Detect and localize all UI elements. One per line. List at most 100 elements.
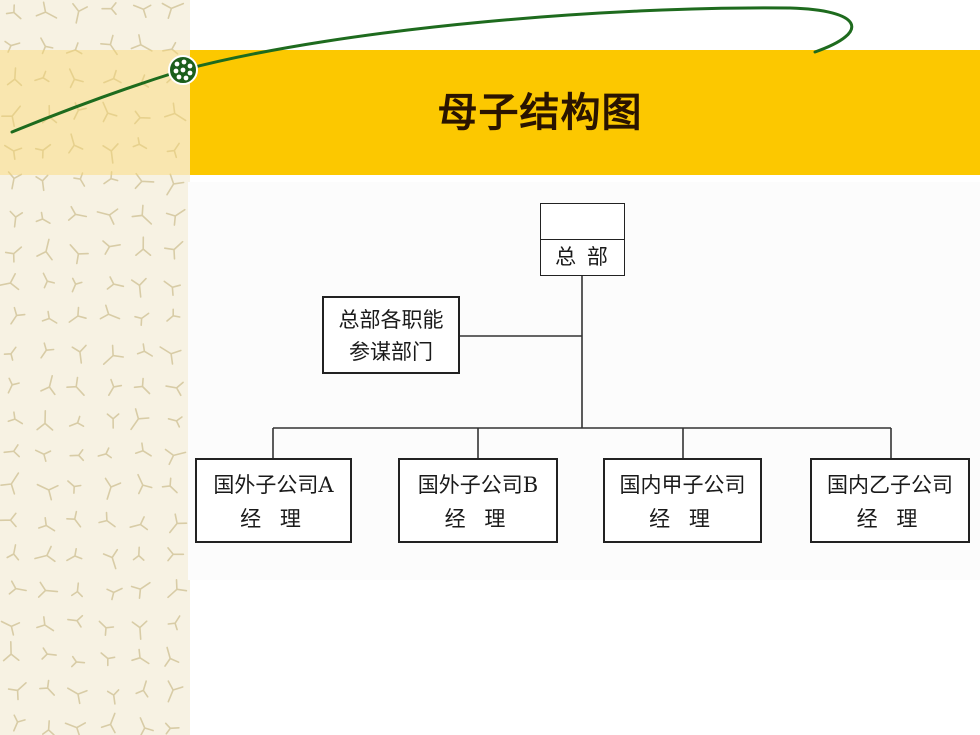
pattern-glyph <box>71 277 83 293</box>
pattern-glyph <box>42 720 55 735</box>
pattern-glyph <box>103 171 119 185</box>
pattern-glyph <box>133 377 151 395</box>
pattern-glyph <box>3 444 20 458</box>
pattern-glyph <box>102 548 119 570</box>
side-band-highlight <box>0 50 190 175</box>
pattern-glyph <box>67 614 84 628</box>
pattern-glyph <box>34 143 52 159</box>
staff-departments-box: 总部各职能 参谋部门 <box>322 296 460 374</box>
pattern-glyph <box>40 342 55 359</box>
pattern-glyph <box>73 172 86 187</box>
pattern-glyph <box>134 442 152 457</box>
pattern-glyph <box>41 310 58 324</box>
subsidiary-name: 国内乙子公司 <box>827 473 953 497</box>
pattern-glyph <box>167 547 185 562</box>
pattern-glyph <box>165 208 186 226</box>
pattern-glyph <box>68 415 85 427</box>
pattern-glyph <box>36 410 54 431</box>
pattern-glyph <box>164 722 180 735</box>
pattern-glyph <box>167 615 181 631</box>
pattern-glyph <box>39 679 55 696</box>
pattern-glyph <box>34 449 52 462</box>
pattern-glyph <box>35 174 49 192</box>
subsidiary-name: 国外子公司B <box>417 473 539 497</box>
pattern-glyph <box>131 204 153 225</box>
pattern-glyph <box>35 1 58 19</box>
pattern-glyph <box>131 620 148 640</box>
pattern-glyph <box>69 244 89 265</box>
pattern-glyph <box>9 210 24 228</box>
subsidiary-name: 国外子公司A <box>213 473 334 497</box>
pattern-glyph <box>0 273 20 291</box>
pattern-glyph <box>36 238 53 261</box>
pattern-glyph <box>161 477 178 494</box>
pattern-glyph <box>108 378 123 396</box>
pattern-glyph <box>132 137 148 150</box>
pattern-glyph <box>169 513 188 534</box>
pattern-glyph <box>130 408 150 431</box>
pattern-glyph <box>42 272 55 289</box>
pattern-glyph <box>5 4 22 20</box>
pattern-glyph <box>66 510 82 528</box>
pattern-glyph <box>96 208 119 225</box>
pattern-glyph <box>135 680 149 698</box>
subsidiary-box-c: 国内甲子公司 经 理 <box>603 458 762 543</box>
pattern-glyph <box>100 652 116 667</box>
pattern-glyph <box>98 511 116 528</box>
pattern-glyph <box>106 689 120 705</box>
pattern-glyph <box>41 647 57 660</box>
pattern-glyph <box>67 205 88 221</box>
pattern-glyph <box>69 449 85 462</box>
pattern-glyph <box>129 516 149 531</box>
pattern-glyph <box>167 579 188 599</box>
pattern-glyph <box>132 4 152 18</box>
pattern-glyph <box>164 646 180 667</box>
pattern-glyph <box>35 211 51 224</box>
pattern-glyph <box>66 548 83 562</box>
headquarters-box: 总 部 <box>540 203 625 276</box>
pattern-glyph <box>104 477 122 500</box>
pattern-glyph <box>102 240 121 255</box>
subsidiary-role: 经 理 <box>649 507 716 531</box>
pattern-glyph <box>137 473 153 495</box>
pattern-glyph <box>36 483 59 501</box>
pattern-glyph <box>0 620 21 636</box>
pattern-glyph <box>99 304 121 320</box>
pattern-glyph <box>8 580 27 595</box>
pattern-glyph <box>106 276 125 290</box>
subsidiary-role: 经 理 <box>240 507 307 531</box>
pattern-glyph <box>71 344 87 364</box>
pattern-glyph <box>34 545 56 563</box>
pattern-glyph <box>136 343 153 357</box>
pattern-glyph <box>36 616 55 632</box>
pattern-glyph <box>164 448 187 466</box>
pattern-glyph <box>167 416 183 428</box>
pattern-glyph <box>106 413 120 429</box>
subsidiary-box-b: 国外子公司B 经 理 <box>398 458 558 543</box>
pattern-glyph <box>66 376 85 396</box>
pattern-glyph <box>7 377 20 394</box>
pattern-glyph <box>7 682 27 701</box>
pattern-glyph <box>0 512 17 528</box>
pattern-glyph <box>163 280 181 296</box>
headquarters-label: 总 部 <box>555 245 610 269</box>
subsidiary-box-a: 国外子公司A 经 理 <box>195 458 352 543</box>
pattern-glyph <box>159 346 182 365</box>
pattern-glyph <box>6 544 20 561</box>
pattern-glyph <box>4 144 23 160</box>
pattern-glyph <box>97 447 112 459</box>
pattern-glyph <box>101 2 117 15</box>
pattern-glyph <box>67 480 82 494</box>
pattern-glyph <box>164 240 184 260</box>
pattern-glyph <box>67 687 88 705</box>
pattern-glyph <box>166 173 185 196</box>
pattern-glyph <box>64 722 86 735</box>
pattern-glyph <box>130 277 147 298</box>
pattern-glyph <box>130 581 151 599</box>
pattern-glyph <box>68 306 87 323</box>
pattern-glyph <box>102 344 124 365</box>
pattern-glyph <box>7 411 24 425</box>
pattern-glyph <box>3 346 17 361</box>
pattern-glyph <box>40 375 56 396</box>
